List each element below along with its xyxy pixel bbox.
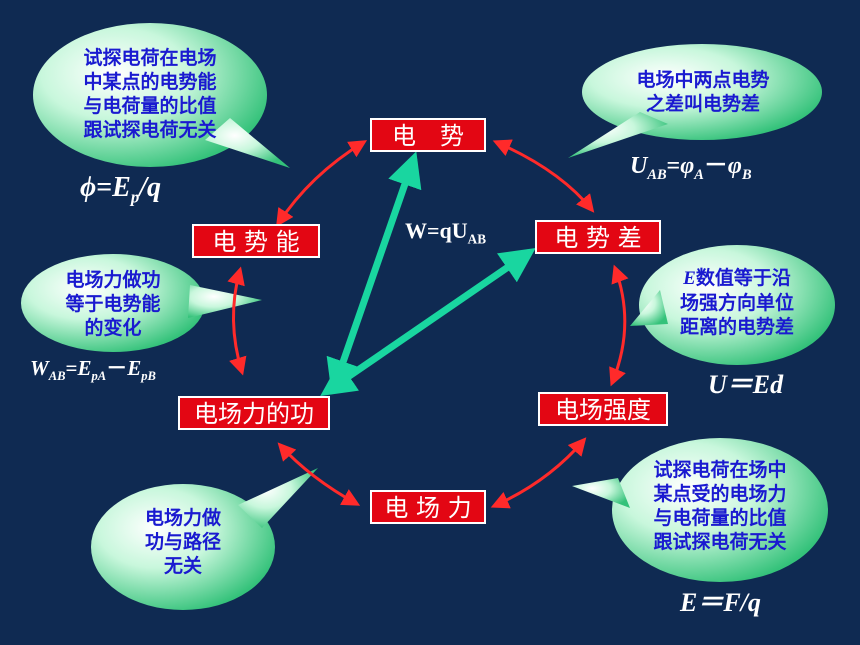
node-field-strength: 电场强度 [538, 392, 668, 426]
formula-ued: U＝Ed [708, 370, 784, 399]
arrow-work-energy [227, 266, 247, 376]
bubble-text-mid-right: E数值等于沿 场强方向单位 距离的电势差 [679, 267, 794, 338]
node-potential-diff: 电 势 差 [535, 220, 661, 254]
formula-wab: WAB=EpA－EpB [30, 356, 156, 384]
formula-phi: ϕ=Ep/q [80, 172, 162, 207]
bubble-bottom-right [572, 438, 828, 582]
node-potential-energy: 电 势 能 [192, 224, 320, 258]
bubble-text-mid-left: 电场力做功 等于电势能 的变化 [65, 269, 161, 339]
arrow-force-work [277, 442, 361, 506]
bubble-text-top-right: 电场中两点电势 之差叫电势差 [636, 69, 770, 115]
formula-uab: UAB=φA－φB [630, 153, 752, 183]
node-field-force: 电 场 力 [370, 490, 486, 524]
e-symbol: E [683, 268, 696, 289]
arrow-work-diff [320, 248, 536, 396]
arrow-strength-force [490, 437, 587, 509]
node-potential: 电 势 [370, 118, 486, 152]
arrow-work-potential [326, 151, 422, 395]
node-field-work: 电场力的功 [178, 396, 330, 430]
bubble-mid-right [630, 245, 835, 365]
formula-efq: E＝F/q [680, 588, 761, 617]
arrow-potential-diff [492, 139, 595, 213]
bubble-text-bottom-left: 电场力做 功与路径 无关 [144, 507, 221, 577]
bubble-text-bottom-right: 试探电荷在场中 某点受的电场力 与电荷量的比值 跟试探电荷无关 [653, 459, 787, 553]
formula-w-qu: W=qUAB [405, 218, 486, 247]
bubble-mid-left [21, 254, 262, 352]
bubble-top-left [33, 23, 290, 168]
bubble-text-top-left: 试探电荷在电场 中某点的电势能 与电荷量的比值 跟试探电荷无关 [83, 47, 217, 141]
arrow-diff-strength [609, 264, 629, 387]
arrow-potential-energy [276, 140, 368, 228]
